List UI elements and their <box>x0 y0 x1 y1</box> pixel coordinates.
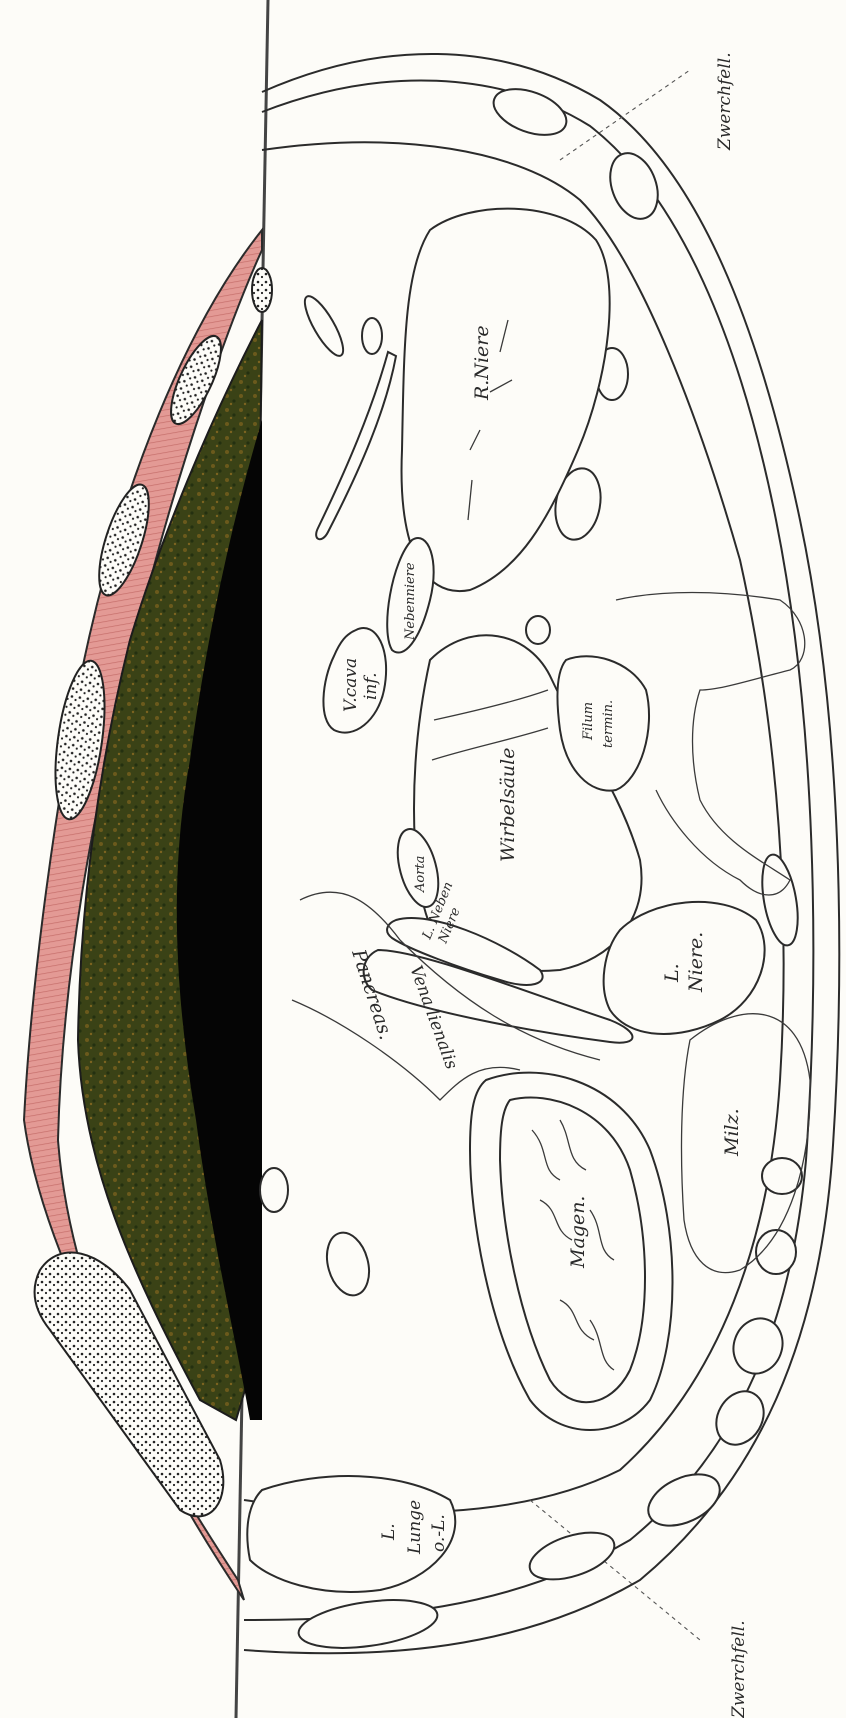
label-aorta: Aorta <box>413 856 428 893</box>
label-l-niere-1: L. <box>661 963 683 983</box>
vessel-oval <box>362 318 382 354</box>
label-zwerchfell-top: Zwerchfell. <box>715 52 735 151</box>
label-magen: Magen. <box>567 1196 589 1269</box>
label-nebenniere: Nebenniere <box>403 562 418 641</box>
vessel-oval <box>260 1168 288 1212</box>
vessel-oval <box>526 616 550 644</box>
label-r-niere: R.Niere <box>471 325 493 401</box>
label-filum-1: Filum <box>581 702 596 741</box>
label-l-niere-2: Niere. <box>685 932 707 993</box>
label-filum-2: termin. <box>601 700 616 748</box>
label-wirbelsaule: Wirbelsäule <box>497 748 519 862</box>
label-lunge-1: L. <box>379 1523 399 1541</box>
label-lunge-2: Lunge <box>405 1500 425 1555</box>
label-lunge-3: o.-L. <box>429 1514 449 1552</box>
label-v-cava-2: inf. <box>361 673 381 700</box>
rib-oval <box>252 268 272 312</box>
label-v-cava-1: V.cava <box>341 658 361 712</box>
label-zwerchfell-bottom: Zwerchfell. <box>729 1620 749 1718</box>
label-milz: Milz. <box>721 1108 743 1157</box>
